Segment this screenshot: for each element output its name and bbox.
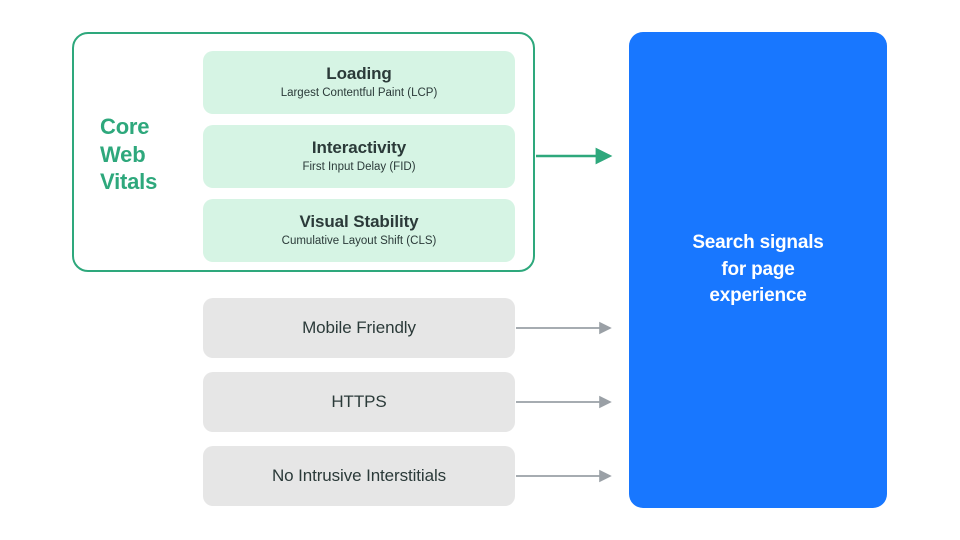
- vital-card-interactivity[interactable]: Interactivity First Input Delay (FID): [203, 125, 515, 188]
- core-web-vitals-label-line-2: Web: [100, 141, 146, 167]
- vital-card-loading[interactable]: Loading Largest Contentful Paint (LCP): [203, 51, 515, 114]
- vital-card-title: Interactivity: [311, 138, 407, 158]
- vital-card-subtitle: First Input Delay (FID): [302, 160, 416, 173]
- core-web-vitals-label-line-1: Core: [100, 114, 150, 139]
- signal-box-label: Mobile Friendly: [302, 318, 416, 337]
- signal-box-mobile-friendly[interactable]: Mobile Friendly: [203, 298, 515, 358]
- signal-box-no-intrusive-interstitials[interactable]: No Intrusive Interstitials: [203, 446, 515, 506]
- search-signals-destination-box[interactable]: Search signals for page experience: [629, 32, 887, 508]
- vital-card-title: Visual Stability: [299, 212, 419, 232]
- vital-card-subtitle: Cumulative Layout Shift (CLS): [281, 234, 437, 247]
- vital-card-subtitle: Largest Contentful Paint (LCP): [280, 86, 438, 99]
- vital-card-title: Loading: [326, 64, 392, 84]
- core-web-vitals-group-label: Core Web Vitals: [100, 113, 192, 196]
- core-web-vitals-group: [72, 32, 535, 272]
- vital-card-visual-stability[interactable]: Visual Stability Cumulative Layout Shift…: [203, 199, 515, 262]
- signal-box-label: HTTPS: [331, 392, 387, 411]
- signal-box-https[interactable]: HTTPS: [203, 372, 515, 432]
- search-signals-label: Search signals for page experience: [692, 231, 824, 307]
- core-web-vitals-label-line-3: Vitals: [100, 169, 158, 195]
- signal-box-label: No Intrusive Interstitials: [271, 466, 447, 485]
